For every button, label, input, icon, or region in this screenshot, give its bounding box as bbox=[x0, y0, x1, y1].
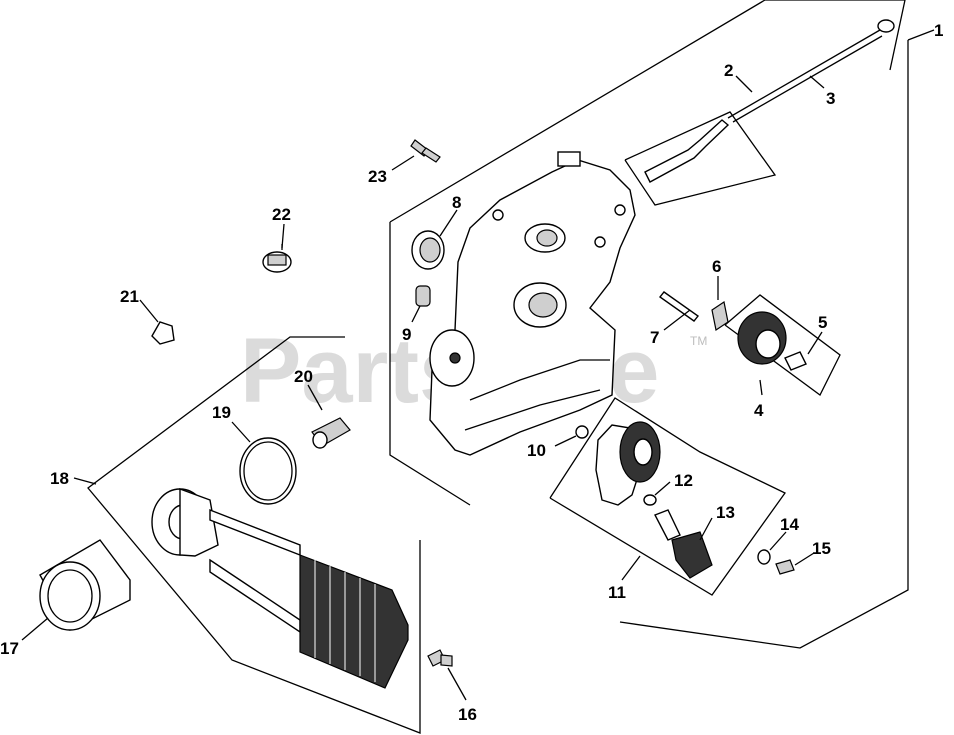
callout-11[interactable]: 11 bbox=[608, 583, 626, 602]
group-outline-cooler bbox=[87, 336, 421, 734]
dipstick-part bbox=[644, 19, 895, 183]
oil-cooler-part bbox=[151, 487, 409, 689]
dowel-pin-part bbox=[415, 285, 431, 307]
oil-pump-part bbox=[595, 421, 661, 506]
shaft-part bbox=[784, 351, 807, 371]
callout-23[interactable]: 23 bbox=[368, 167, 387, 186]
leader-13 bbox=[699, 517, 713, 541]
leader-1 bbox=[907, 29, 935, 41]
leader-21 bbox=[139, 299, 159, 323]
callout-19[interactable]: 19 bbox=[212, 403, 231, 422]
callout-2[interactable]: 2 bbox=[724, 61, 733, 80]
watermark-trademark: TM bbox=[690, 334, 707, 348]
leader-5 bbox=[807, 331, 823, 355]
callout-15[interactable]: 15 bbox=[812, 539, 831, 558]
leader-16 bbox=[447, 667, 467, 701]
leader-15 bbox=[794, 552, 815, 566]
callout-3[interactable]: 3 bbox=[826, 89, 835, 108]
callout-4[interactable]: 4 bbox=[754, 401, 764, 420]
group-outline-dipstick bbox=[624, 111, 777, 206]
screw-16-part bbox=[427, 649, 453, 667]
leader-18 bbox=[73, 477, 97, 485]
screw-23-part bbox=[410, 139, 441, 163]
group-outline-gear bbox=[724, 294, 841, 396]
leader-14 bbox=[769, 531, 787, 551]
washer-part bbox=[757, 549, 771, 565]
o-ring-12-part bbox=[643, 494, 657, 506]
callout-16[interactable]: 16 bbox=[458, 705, 477, 724]
leader-10 bbox=[554, 435, 577, 447]
group-outline-pump bbox=[549, 397, 786, 596]
callout-12[interactable]: 12 bbox=[674, 471, 693, 490]
o-ring-10-part bbox=[575, 425, 589, 439]
leader-9 bbox=[411, 305, 421, 323]
leader-2 bbox=[735, 75, 753, 93]
leader-20 bbox=[307, 384, 323, 411]
leader-12 bbox=[654, 481, 671, 496]
callout-14[interactable]: 14 bbox=[780, 515, 799, 534]
callout-8[interactable]: 8 bbox=[452, 193, 461, 212]
leader-3 bbox=[809, 75, 825, 89]
callout-9[interactable]: 9 bbox=[402, 325, 411, 344]
callout-5[interactable]: 5 bbox=[818, 313, 827, 332]
callout-17[interactable]: 17 bbox=[0, 639, 19, 658]
breather-part bbox=[262, 244, 292, 273]
leader-7 bbox=[663, 309, 691, 331]
group-outline-housing bbox=[389, 0, 906, 223]
callout-18[interactable]: 18 bbox=[50, 469, 69, 488]
group-outline-housing-right bbox=[619, 40, 909, 649]
group-outline-housing-left bbox=[389, 222, 471, 506]
oil-filter-part bbox=[39, 539, 131, 631]
callout-22[interactable]: 22 bbox=[272, 205, 291, 224]
leader-19 bbox=[231, 421, 251, 443]
leader-4 bbox=[759, 379, 763, 396]
crankcase-cover-part bbox=[429, 151, 636, 456]
callout-1[interactable]: 1 bbox=[934, 21, 943, 40]
leader-23 bbox=[391, 155, 415, 171]
callout-21[interactable]: 21 bbox=[120, 287, 139, 306]
callout-6[interactable]: 6 bbox=[712, 257, 721, 276]
callout-13[interactable]: 13 bbox=[716, 503, 735, 522]
callout-10[interactable]: 10 bbox=[527, 441, 546, 460]
clip-part bbox=[151, 321, 175, 345]
pin-part bbox=[658, 291, 700, 322]
leader-11 bbox=[621, 555, 641, 581]
relief-valve-part bbox=[654, 509, 713, 579]
callout-20[interactable]: 20 bbox=[294, 367, 313, 386]
screw-15-part bbox=[775, 559, 795, 575]
nipple-part bbox=[311, 417, 351, 449]
bracket-part bbox=[711, 301, 729, 331]
callout-7[interactable]: 7 bbox=[650, 328, 659, 347]
leader-8 bbox=[439, 209, 458, 237]
governor-gear-part bbox=[737, 311, 787, 365]
leader-17 bbox=[21, 617, 49, 641]
o-ring-19-part bbox=[239, 437, 297, 505]
leader-22 bbox=[281, 223, 285, 249]
oil-seal-part bbox=[411, 230, 445, 270]
